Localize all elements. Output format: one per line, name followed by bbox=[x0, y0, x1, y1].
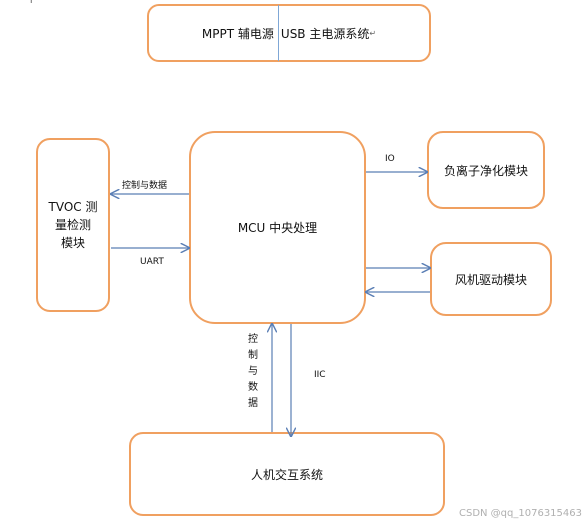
vertical-char-1: 控 bbox=[248, 334, 258, 345]
ion-module-box: 负离子净化模块 bbox=[427, 131, 545, 209]
label-iic: IIC bbox=[314, 370, 326, 380]
divider bbox=[277, 5, 279, 61]
corner-mark: r bbox=[30, 0, 34, 6]
tvoc-line1: TVOC 测 bbox=[48, 200, 98, 214]
vertical-char-2: 制 bbox=[248, 350, 258, 361]
hmi-box: 人机交互系统 bbox=[129, 432, 445, 516]
label-uart: UART bbox=[140, 257, 164, 267]
mcu-label: MCU 中央处理 bbox=[237, 221, 318, 235]
mppt-label: MPPT 辅电源 bbox=[201, 26, 274, 41]
mcu-box: MCU 中央处理 bbox=[189, 131, 366, 324]
label-ctrl-data: 控制与数据 bbox=[122, 181, 168, 191]
fan-label: 风机驱动模块 bbox=[454, 272, 527, 287]
label-io: IO bbox=[385, 154, 395, 164]
vertical-char-3: 与 bbox=[248, 366, 258, 377]
tvoc-line2: 量检测 bbox=[54, 218, 91, 232]
ion-label: 负离子净化模块 bbox=[443, 163, 528, 178]
watermark: CSDN @qq_1076315463 bbox=[458, 508, 582, 519]
tvoc-line3: 模块 bbox=[60, 236, 85, 250]
vertical-char-5: 据 bbox=[248, 398, 258, 409]
label-ctrl-vertical: 控 制 与 数 据 bbox=[246, 332, 260, 412]
usb-label: USB 主电源系统 bbox=[280, 26, 370, 41]
fan-module-box: 风机驱动模块 bbox=[430, 242, 552, 316]
tvoc-module-box: TVOC 测 量检测 模块 bbox=[36, 138, 110, 312]
vertical-char-4: 数 bbox=[248, 382, 258, 393]
hmi-label: 人机交互系统 bbox=[250, 467, 323, 482]
power-system-box: MPPT 辅电源 USB 主电源系统 ↵ bbox=[147, 4, 431, 62]
